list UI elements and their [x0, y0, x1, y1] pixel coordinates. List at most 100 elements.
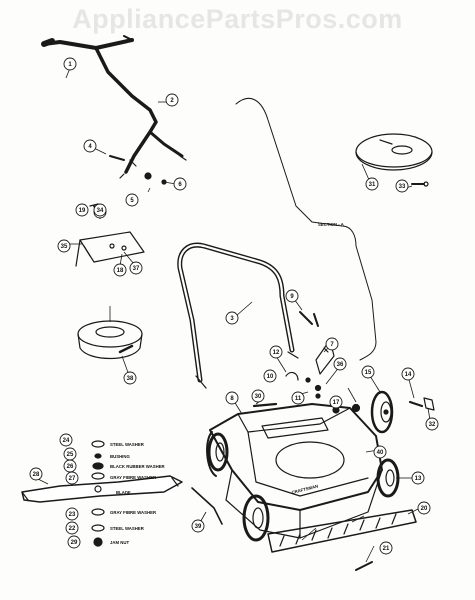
callout-number: 30 — [255, 394, 262, 400]
callout-circle — [125, 193, 139, 207]
callout-number: 5 — [130, 198, 134, 204]
callout-23: 23 — [65, 507, 79, 521]
callout-circle — [93, 203, 107, 217]
callout-8: 8 — [225, 391, 239, 405]
bolt-33 — [411, 181, 429, 187]
callout-39: 39 — [191, 519, 205, 533]
callout-28: 28 — [29, 467, 43, 481]
callout-circle — [365, 177, 379, 191]
top-plate — [355, 133, 433, 171]
callout-number: 26 — [67, 464, 74, 470]
callout-36: 36 — [333, 357, 347, 371]
callout-circles: 1234567891011121314151617181920212223242… — [29, 57, 439, 555]
callout-number: 31 — [369, 182, 376, 188]
callout-number: 34 — [97, 208, 104, 214]
callout-circle — [129, 261, 143, 275]
stack-label: BLACK RUBBER WASHER — [110, 464, 166, 469]
callout-circle — [325, 337, 339, 351]
callout-number: 3 — [230, 316, 234, 322]
callout-number: 10 — [267, 374, 274, 380]
callout-number: 14 — [405, 372, 412, 378]
hardware-9 — [299, 311, 319, 327]
deck-wheel-front-left — [207, 432, 229, 472]
callout-circle — [113, 263, 127, 277]
callout-circle — [225, 311, 239, 325]
callout-number: 35 — [61, 244, 68, 250]
callout-number: 40 — [377, 450, 384, 456]
callout-circle — [65, 521, 79, 535]
callout-circle — [83, 139, 97, 153]
stack-label: GRAY FIBRE WASHER — [110, 475, 157, 480]
callout-circle — [225, 391, 239, 405]
callout-number: 1 — [68, 62, 72, 68]
callout-circle — [191, 519, 205, 533]
callout-37: 37 — [129, 261, 143, 275]
section-label: SECTION - A — [318, 222, 344, 227]
right-wheel — [370, 390, 394, 434]
deck-wheel-rear-left — [242, 494, 270, 542]
deck-wheel-rear-right — [376, 458, 400, 498]
callout-17: 17 — [329, 395, 343, 409]
callout-circle — [165, 93, 179, 107]
ring-housing — [77, 320, 143, 359]
callout-number: 2 — [170, 98, 174, 104]
callout-35: 35 — [57, 239, 71, 253]
callout-14: 14 — [401, 367, 415, 381]
callout-number: 6 — [178, 182, 182, 188]
callout-number: 13 — [415, 476, 422, 482]
callout-11: 11 — [291, 391, 305, 405]
callout-number: 39 — [195, 524, 202, 530]
callout-number: 36 — [337, 362, 344, 368]
callout-number: 22 — [69, 526, 76, 532]
rear-shield — [267, 509, 417, 553]
callout-25: 25 — [63, 447, 77, 461]
callout-circle — [123, 371, 137, 385]
callout-number: 17 — [333, 400, 340, 406]
section-a-bracket — [235, 98, 377, 361]
callout-29: 29 — [67, 535, 81, 549]
callout-6: 6 — [173, 177, 187, 191]
callout-number: 20 — [421, 506, 428, 512]
callout-circle — [395, 179, 409, 193]
callout-circle — [29, 467, 43, 481]
callout-circle — [417, 501, 431, 515]
callout-circle — [329, 395, 343, 409]
callout-number: 25 — [67, 452, 74, 458]
callout-24: 24 — [59, 433, 73, 447]
callout-number: 15 — [365, 370, 372, 376]
callout-9: 9 — [285, 289, 299, 303]
callout-circle — [57, 239, 71, 253]
upper-handle — [41, 35, 187, 179]
callout-21: 21 — [379, 541, 393, 555]
callout-circle — [401, 367, 415, 381]
mower-deck — [206, 403, 383, 539]
callout-26: 26 — [63, 459, 77, 473]
callout-number: 18 — [117, 268, 124, 274]
callout-circle — [361, 365, 375, 379]
callout-22: 22 — [65, 521, 79, 535]
callout-32: 32 — [425, 417, 439, 431]
callout-3: 3 — [225, 311, 239, 325]
stack-label: STEEL WASHER — [110, 526, 145, 531]
callout-20: 20 — [417, 501, 431, 515]
lower-handle — [177, 242, 299, 389]
callout-number: 27 — [69, 476, 76, 482]
callout-circle — [59, 433, 73, 447]
callout-1: 1 — [63, 57, 77, 71]
callout-number: 24 — [63, 438, 70, 444]
callout-27: 27 — [65, 471, 79, 485]
callout-7: 7 — [325, 337, 339, 351]
screw-21 — [355, 561, 373, 571]
callout-number: 11 — [295, 396, 302, 402]
callout-18: 18 — [113, 263, 127, 277]
callout-2: 2 — [165, 93, 179, 107]
callout-number: 7 — [330, 342, 334, 348]
axle-bolt — [408, 397, 435, 411]
callout-number: 38 — [127, 376, 134, 382]
callout-circle — [75, 203, 89, 217]
callout-circle — [333, 357, 347, 371]
callout-circle — [263, 369, 277, 383]
callout-circle — [65, 507, 79, 521]
